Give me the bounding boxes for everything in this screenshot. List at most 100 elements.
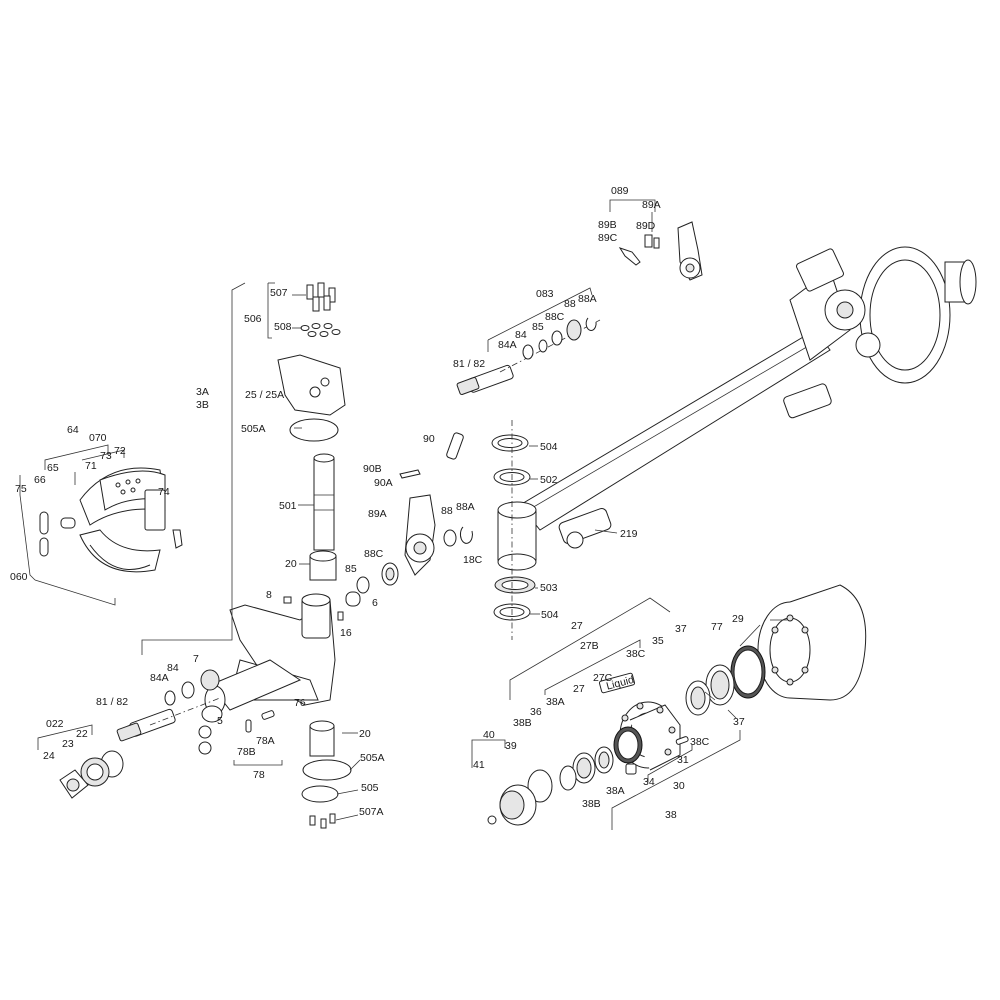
callout-label: 3A — [196, 386, 209, 398]
callout-label: 81 / 82 — [96, 696, 128, 708]
callout-label: 27B — [580, 640, 599, 652]
kingpin-cover-505A — [289, 418, 339, 442]
callout-label: 20 — [359, 728, 371, 740]
callout-label: 88 — [564, 298, 576, 310]
callout-label: 502 — [540, 474, 558, 486]
callout-label: 022 — [46, 718, 64, 730]
callout-label: 88A — [456, 501, 475, 513]
axle-end-spindle — [497, 501, 537, 571]
pins-78 — [245, 710, 275, 733]
callout-label: 27 — [571, 620, 583, 632]
callout-label: 508 — [274, 321, 292, 333]
ring-38B — [559, 765, 577, 791]
bearing-503 — [494, 576, 536, 594]
callout-label: 27C — [593, 672, 613, 684]
callout-label: 84A — [150, 672, 169, 684]
callout-label: 36 — [530, 706, 542, 718]
callout-label: 88C — [545, 311, 565, 323]
bearing-36 — [572, 752, 596, 784]
callout-label: 507A — [359, 806, 384, 818]
camshaft-assembly-upper — [456, 317, 601, 395]
callout-label: 070 — [89, 432, 107, 444]
bolts-507 — [306, 282, 336, 312]
lower-cover-505A — [302, 759, 352, 781]
bushing-7 — [200, 669, 220, 691]
callout-label: 84 — [167, 662, 179, 674]
callout-label: 72 — [114, 445, 126, 457]
callout-label: 74 — [158, 486, 170, 498]
callout-label: 78A — [256, 735, 275, 747]
return-spring-75 — [39, 511, 49, 557]
callout-label: 38C — [690, 736, 710, 748]
callout-label: 504 — [541, 609, 559, 621]
thrust-washer-16 — [337, 611, 344, 621]
leader-lines — [19, 199, 787, 830]
callout-label: 30 — [673, 780, 685, 792]
callout-label: 90B — [363, 463, 382, 475]
nut-34 — [625, 763, 637, 775]
callout-label: 64 — [67, 424, 79, 436]
rear-bracket — [783, 383, 832, 419]
washer-88 — [443, 529, 457, 547]
stud-31 — [675, 736, 689, 745]
callout-label: 89B — [598, 219, 617, 231]
clevis-pin-90A — [399, 469, 421, 479]
callout-label: 505A — [241, 423, 266, 435]
callout-label: 16 — [340, 627, 352, 639]
snap-ring-88A — [459, 526, 473, 544]
callout-label: 20 — [285, 558, 297, 570]
callout-label: 503 — [540, 582, 558, 594]
lower-bushing-20 — [309, 720, 335, 757]
callout-label: 89D — [636, 220, 656, 232]
callout-label: 7 — [193, 653, 199, 665]
seal-85 — [356, 576, 370, 594]
callout-label: 78B — [237, 746, 256, 758]
abs-ring-022 — [59, 750, 124, 799]
balls — [198, 725, 212, 755]
callout-label: 73 — [100, 450, 112, 462]
hub-cap-40 — [499, 784, 537, 826]
callout-label: 84A — [498, 339, 517, 351]
callout-label: 089 — [611, 185, 629, 197]
seal-ring-77 — [730, 645, 766, 699]
callout-label: 6 — [372, 597, 378, 609]
washer-504-upper — [491, 434, 529, 452]
bearing-38A — [594, 746, 614, 774]
callout-label: 25 / 25A — [245, 389, 284, 401]
callout-label: 89C — [598, 232, 618, 244]
callout-label: 37 — [675, 623, 687, 635]
callout-label: 38B — [582, 798, 601, 810]
callout-label: 34 — [643, 776, 655, 788]
callout-label: 89A — [368, 508, 387, 520]
callout-label: 507 — [270, 287, 288, 299]
callout-label: 506 — [244, 313, 262, 325]
clevis-90 — [446, 432, 464, 460]
brake-drum-29 — [757, 584, 867, 701]
callout-label: 504 — [540, 441, 558, 453]
washer-84A-lower — [164, 690, 176, 706]
callout-label: 24 — [43, 750, 55, 762]
brake-shoe-assembly — [79, 467, 166, 573]
grease-fitting-8 — [283, 596, 292, 604]
callout-label: 89A — [642, 199, 661, 211]
callout-label: 060 — [10, 571, 28, 583]
callout-label: 88 — [441, 505, 453, 517]
o-ring-39 — [527, 769, 553, 803]
callout-label: 90A — [374, 477, 393, 489]
bearing-cone-35 — [685, 680, 711, 716]
callout-label: 41 — [473, 759, 485, 771]
callout-label: 18C — [463, 554, 483, 566]
callout-label: 81 / 82 — [453, 358, 485, 370]
callout-label: 88A — [578, 293, 597, 305]
callout-label: 90 — [423, 433, 435, 445]
slack-adjuster-upper — [618, 221, 703, 281]
callout-label: 37 — [733, 716, 745, 728]
differential-housing — [796, 246, 977, 384]
callout-label: 38A — [606, 785, 625, 797]
callout-label: 35 — [652, 635, 664, 647]
callout-label: 78 — [253, 769, 265, 781]
shock-mount-bracket — [558, 508, 612, 549]
callout-label: 40 — [483, 729, 495, 741]
callout-label: 75 — [15, 483, 27, 495]
